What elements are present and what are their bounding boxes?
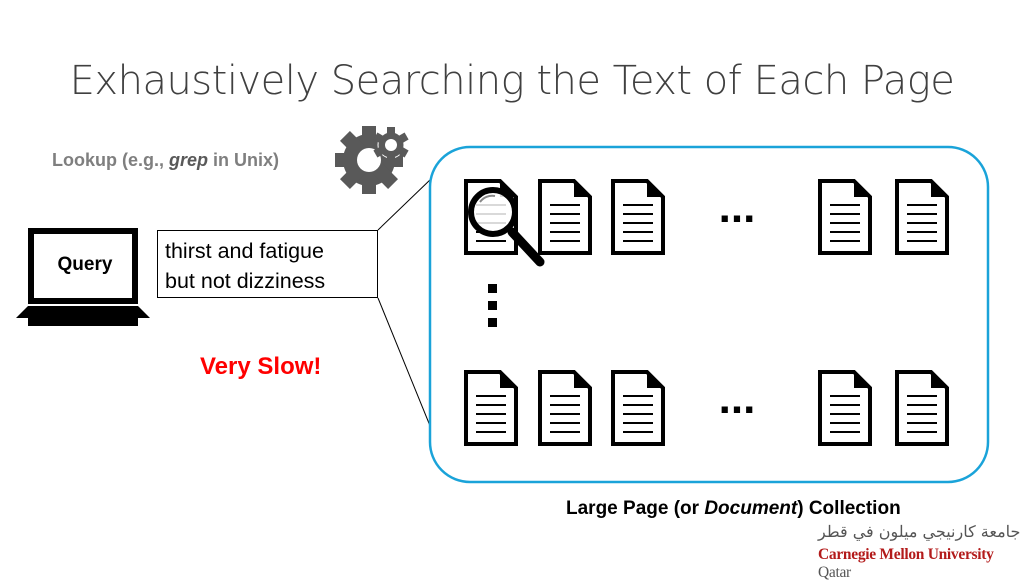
collection-emphasis: Document [704, 498, 798, 519]
query-label: Query [57, 254, 113, 275]
logo-campus: Qatar [818, 564, 851, 581]
connector-line-top [377, 177, 433, 231]
query-line-1: thirst and fatigue [165, 239, 324, 263]
magnifier-icon [468, 187, 545, 267]
collection-suffix: ) Collection [797, 498, 901, 519]
computer-monitor-icon [16, 228, 150, 326]
ellipsis-bottom: ... [719, 374, 756, 423]
collection-caption: Large Page (or Document) Collection [566, 498, 901, 520]
document-icon [818, 370, 872, 446]
document-icon [464, 370, 518, 446]
logo-university: Carnegie Mellon University [818, 546, 994, 563]
document-icon [611, 179, 665, 255]
document-icon [895, 370, 949, 446]
lookup-suffix: in Unix) [208, 150, 280, 170]
university-logo: Carnegie Mellon University Qatar [818, 546, 1024, 582]
query-text-box: thirst and fatigue but not dizziness [157, 230, 378, 298]
collection-prefix: Large Page (or [566, 498, 705, 519]
lookup-prefix: Lookup (e.g., [52, 150, 169, 170]
query-line-2: but not dizziness [165, 269, 326, 293]
vertical-ellipsis [488, 284, 497, 327]
gear-icon [335, 126, 409, 194]
document-icon [538, 179, 592, 255]
lookup-caption: Lookup (e.g., grep in Unix) [52, 150, 279, 171]
document-icon [818, 179, 872, 255]
document-icon [538, 370, 592, 446]
status-text: Very Slow! [200, 353, 322, 380]
page-title: Exhaustively Searching the Text of Each … [69, 58, 955, 104]
logo-arabic-text: جامعة كارنيجي ميلون في قطر [818, 522, 1021, 541]
document-icon [611, 370, 665, 446]
document-icon [895, 179, 949, 255]
ellipsis-top: ... [719, 183, 756, 232]
lookup-command: grep [169, 150, 209, 170]
